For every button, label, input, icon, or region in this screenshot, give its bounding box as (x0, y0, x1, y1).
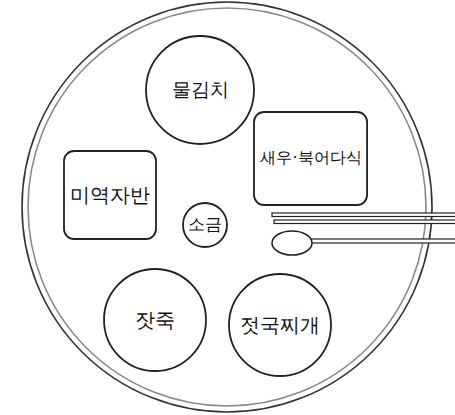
dish-plate: 미역자반 (63, 150, 157, 240)
dish-label: 미역자반 (70, 184, 150, 207)
spoon-handle (309, 239, 455, 243)
dish-bowl: 물김치 (145, 35, 255, 145)
dish-rim (183, 203, 227, 247)
dish-rim (254, 112, 367, 205)
spoon-bowl (272, 231, 312, 255)
dish-rim (64, 151, 156, 239)
dish-bowl: 잣죽 (103, 268, 207, 372)
dish-label: 젓국찌개 (240, 314, 320, 337)
dish-label: 물김치 (172, 79, 229, 101)
dish-bowl: 젓국찌개 (228, 273, 332, 377)
dish-rim (229, 274, 331, 376)
chopstick (272, 213, 455, 217)
dish-plate: 새우·북어다식 (253, 111, 368, 206)
dish-label: 잣죽 (135, 309, 175, 332)
dish-rim (146, 36, 254, 144)
tray-inner-rim (28, 8, 426, 406)
salt-dish: 소금 (182, 202, 228, 248)
tray-rim (22, 2, 432, 412)
dish-label: 새우·북어다식 (260, 149, 361, 167)
dish-label: 소금 (188, 215, 222, 235)
chopstick (274, 220, 455, 224)
dish-rim (104, 269, 206, 371)
